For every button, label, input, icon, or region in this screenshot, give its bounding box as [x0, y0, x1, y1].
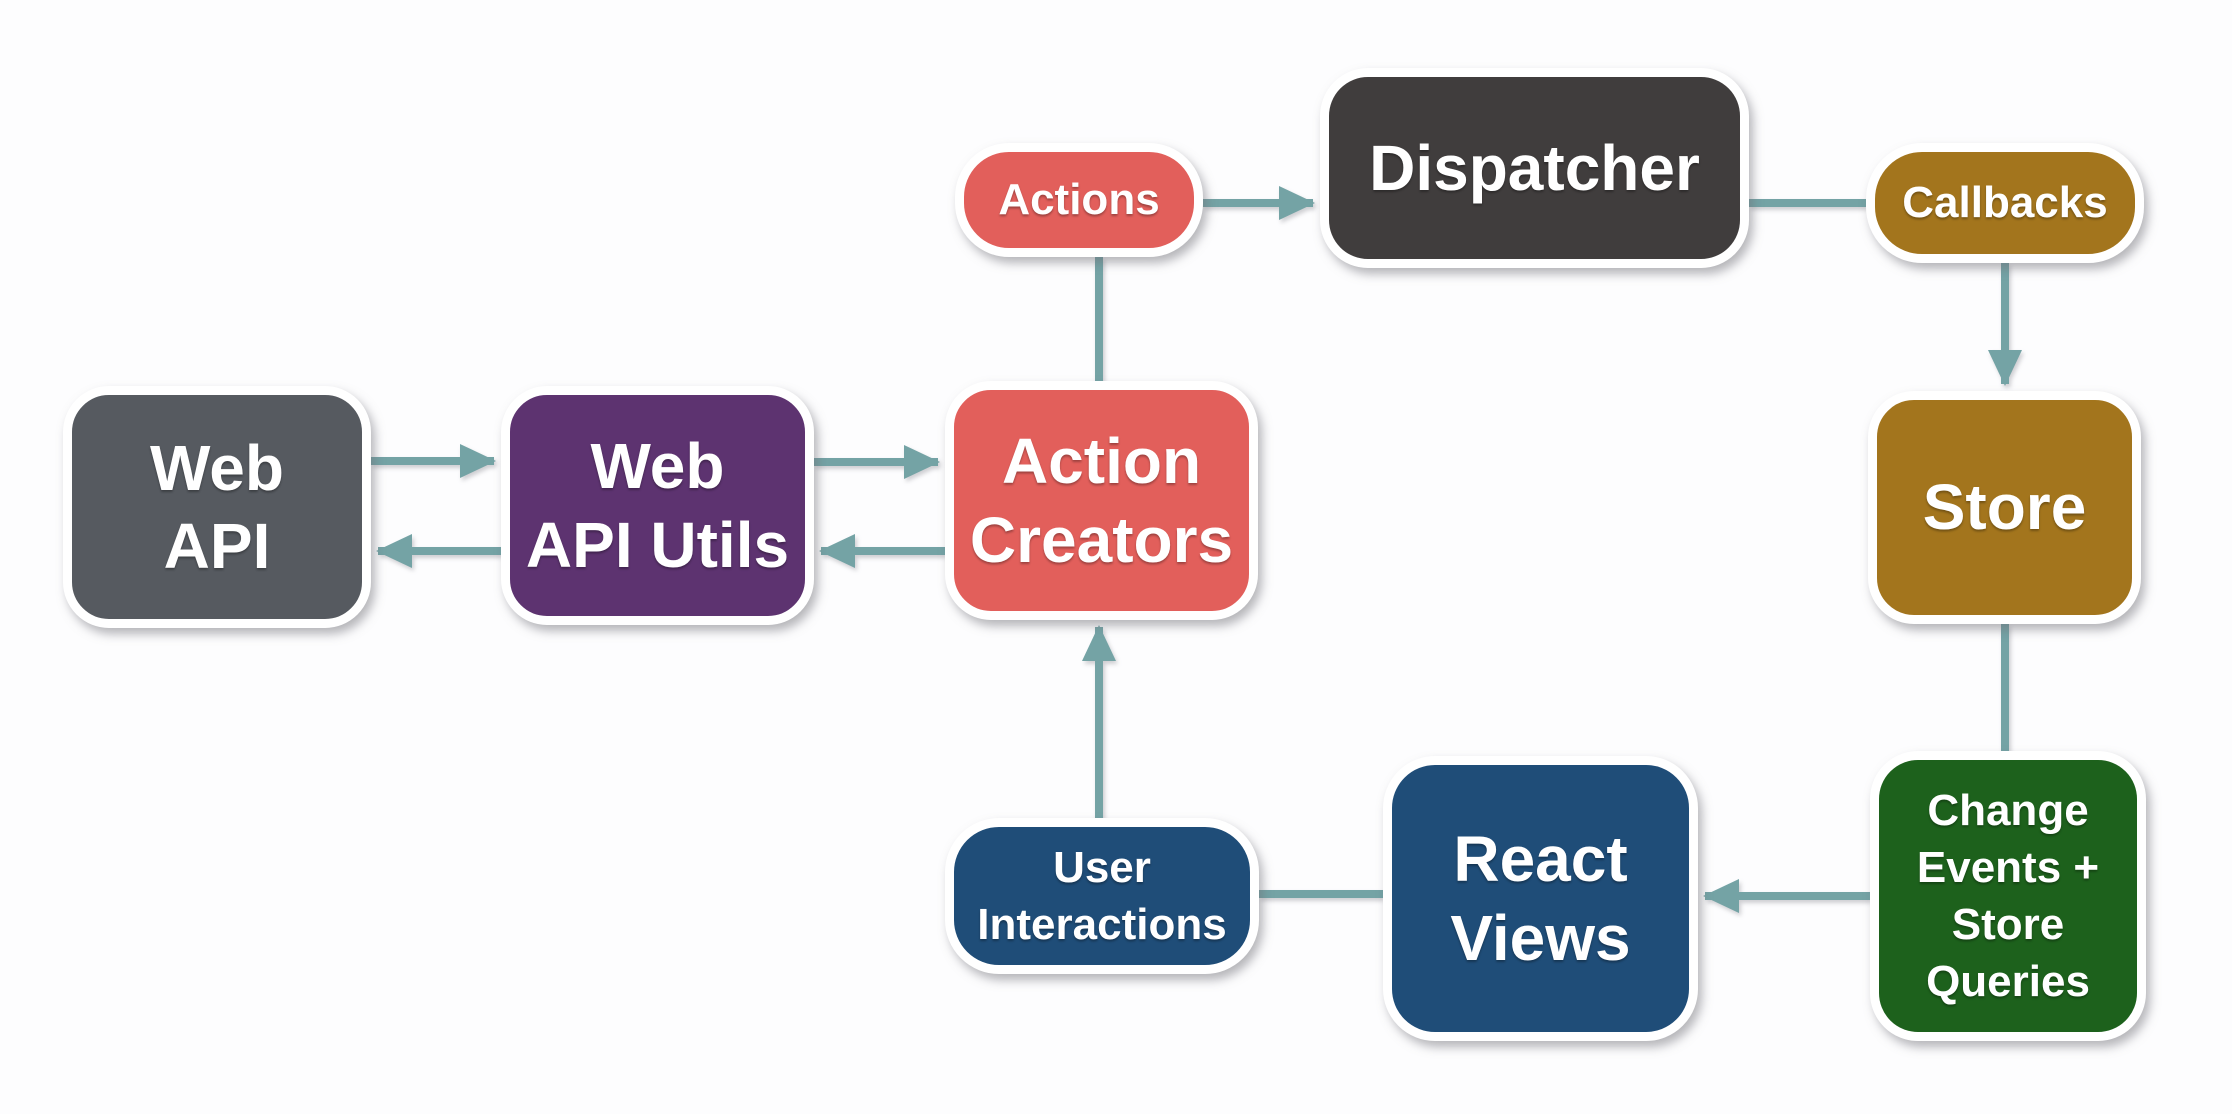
node-dispatcher-label: Dispatcher [1369, 131, 1700, 204]
node-store: Store [1868, 391, 2141, 624]
node-user-interactions-label: User Interactions [977, 842, 1227, 949]
node-callbacks: Callbacks [1866, 143, 2144, 263]
node-callbacks-label: Callbacks [1902, 178, 2108, 228]
node-user-interactions: User Interactions [945, 818, 1259, 974]
node-actions-label: Actions [998, 175, 1160, 225]
node-react-views-label: React Views [1450, 823, 1631, 974]
node-action-creators-label: Action Creators [969, 425, 1234, 576]
node-web-api-label: Web API [150, 431, 284, 582]
node-react-views: React Views [1383, 756, 1698, 1041]
node-dispatcher: Dispatcher [1320, 68, 1749, 268]
node-web-api-utils: Web API Utils [501, 386, 814, 625]
node-web-api: Web API [63, 386, 371, 628]
node-web-api-utils-label: Web API Utils [525, 430, 790, 581]
node-change-events-label: Change Events + Store Queries [1916, 785, 2100, 1007]
node-store-label: Store [1922, 471, 2087, 544]
node-action-creators: Action Creators [945, 381, 1258, 620]
node-actions: Actions [955, 143, 1203, 257]
node-change-events: Change Events + Store Queries [1870, 751, 2146, 1041]
